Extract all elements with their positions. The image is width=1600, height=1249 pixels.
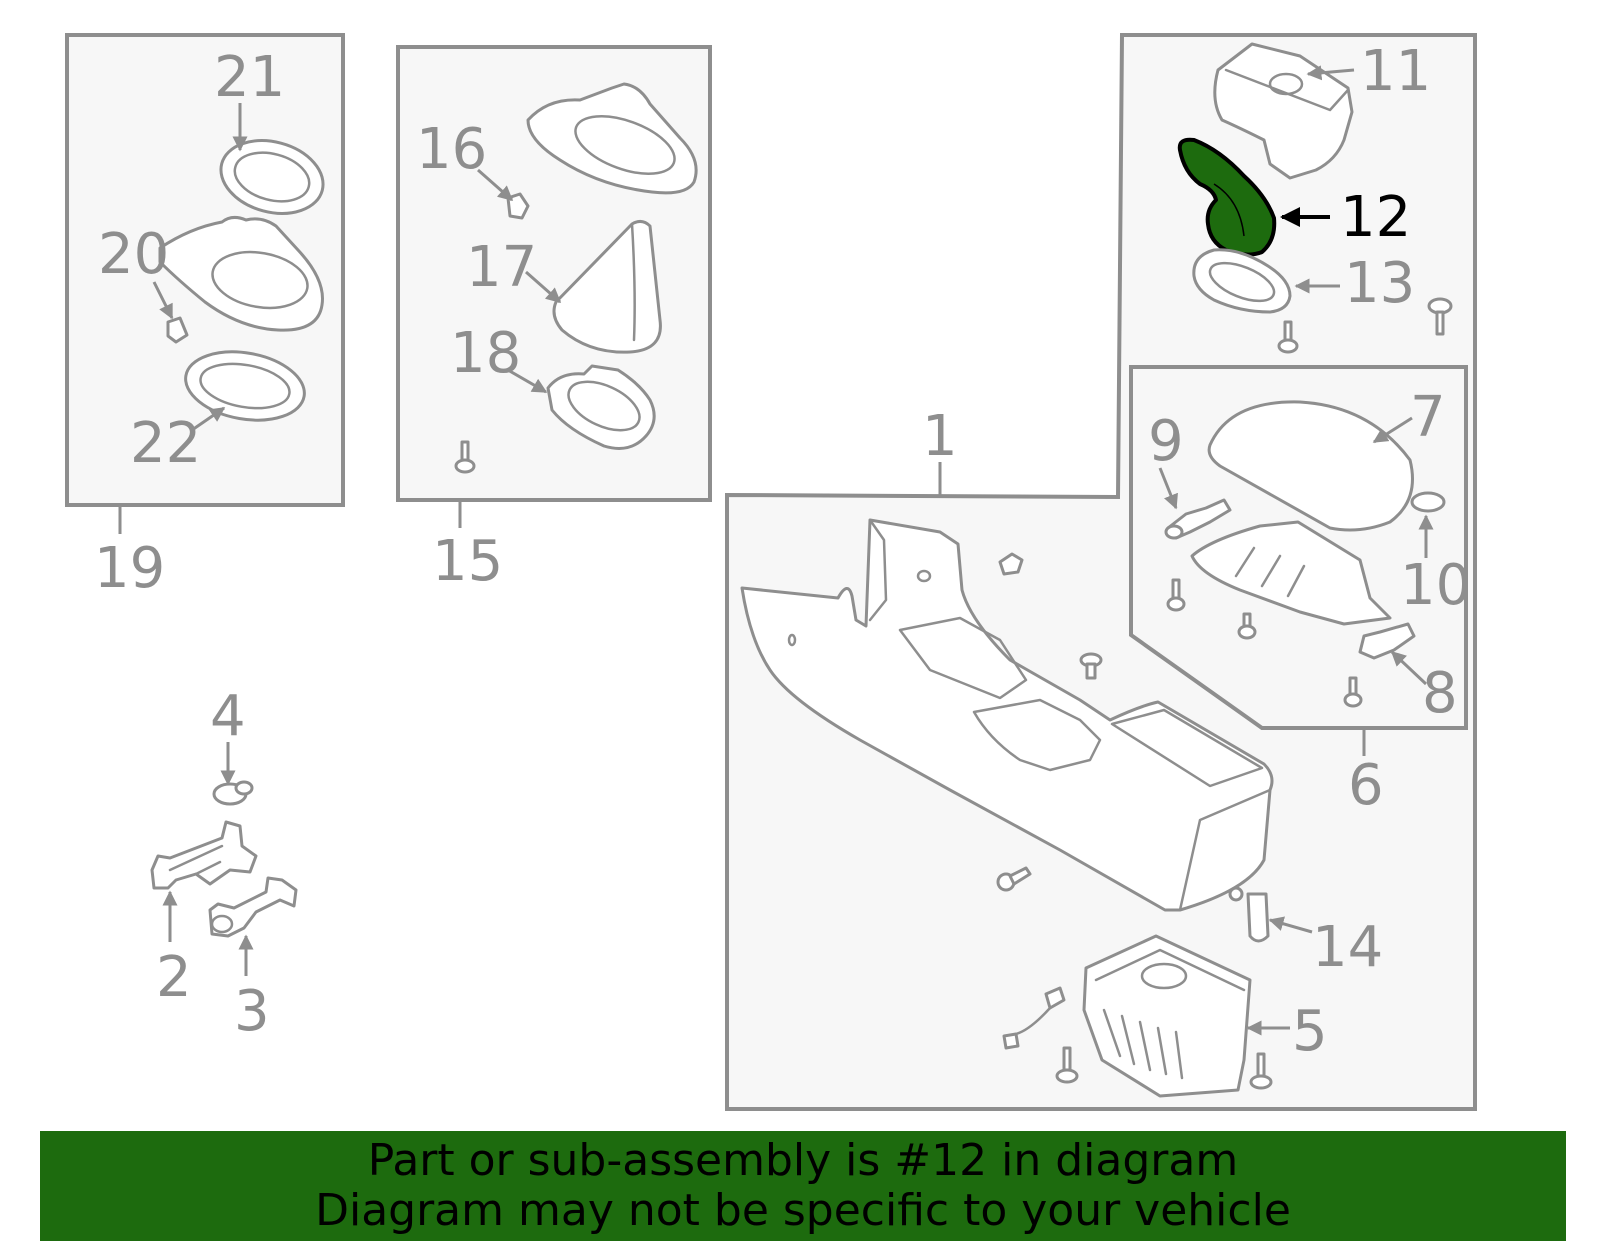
part-17-boot	[552, 219, 662, 354]
info-banner: Part or sub-assembly is #12 in diagram D…	[40, 1131, 1566, 1241]
label-14: 14	[1312, 915, 1383, 980]
label-1: 1	[922, 404, 958, 469]
leader-9	[1158, 467, 1178, 510]
part-5-box	[1002, 934, 1252, 1098]
label-18: 18	[450, 321, 521, 386]
label-22: 22	[130, 411, 201, 476]
screw-11-a	[1277, 320, 1299, 354]
label-8: 8	[1422, 661, 1458, 726]
leader-20	[152, 281, 174, 320]
leader-7	[1372, 416, 1413, 444]
leader-22	[191, 406, 226, 432]
part-9-hinge	[1164, 498, 1232, 540]
banner-line-2: Diagram may not be specific to your vehi…	[315, 1185, 1291, 1236]
label-19: 19	[94, 536, 165, 601]
label-16: 16	[416, 117, 487, 182]
banner-line-1: Part or sub-assembly is #12 in diagram	[367, 1135, 1239, 1186]
label-21: 21	[214, 45, 285, 110]
screw-console-b	[996, 866, 1032, 892]
screw-console-a	[1079, 652, 1103, 680]
label-15: 15	[432, 529, 503, 594]
part-22-ring	[184, 350, 306, 422]
screw-box-a	[1055, 1046, 1079, 1084]
label-4: 4	[210, 684, 246, 749]
part-20-bezel	[158, 215, 324, 344]
label-13: 13	[1344, 251, 1415, 316]
screw-6-c	[1343, 676, 1363, 708]
part-13-boot-ring	[1192, 248, 1292, 314]
label-3: 3	[234, 979, 270, 1044]
leader-17	[525, 270, 562, 304]
part-1-console	[740, 518, 1274, 912]
part-14-fastener	[1228, 886, 1270, 943]
label-2: 2	[156, 945, 192, 1010]
part-10-clip	[1410, 491, 1446, 513]
screw-6-b	[1237, 612, 1257, 640]
screw-11-b	[1427, 297, 1453, 336]
part-8-latch	[1358, 622, 1416, 660]
leader-16	[477, 168, 514, 202]
label-12: 12	[1340, 185, 1411, 250]
part-3-bracket	[208, 876, 298, 938]
part-18-boot-retainer	[546, 364, 656, 450]
label-20: 20	[98, 222, 169, 287]
leader-14	[1268, 916, 1313, 934]
part-21-ring	[219, 139, 325, 215]
label-9: 9	[1148, 409, 1184, 474]
screw-box-b	[1249, 1052, 1273, 1090]
part-15-bezel	[526, 82, 698, 195]
part-6-lid-base	[1190, 520, 1392, 626]
label-10: 10	[1400, 553, 1471, 618]
label-5: 5	[1292, 999, 1328, 1064]
leader-11	[1306, 65, 1355, 81]
leader-18	[507, 368, 548, 394]
grommet-console	[998, 552, 1024, 576]
screw-15	[454, 440, 476, 474]
label-17: 17	[466, 235, 537, 300]
part-4-grommet	[212, 780, 254, 806]
screw-6-a	[1166, 578, 1186, 612]
label-6: 6	[1348, 753, 1384, 818]
leader-8	[1390, 650, 1428, 686]
label-11: 11	[1360, 39, 1431, 104]
part-2-bracket	[150, 820, 258, 890]
label-7: 7	[1410, 385, 1446, 450]
part-7-lid	[1207, 400, 1414, 532]
